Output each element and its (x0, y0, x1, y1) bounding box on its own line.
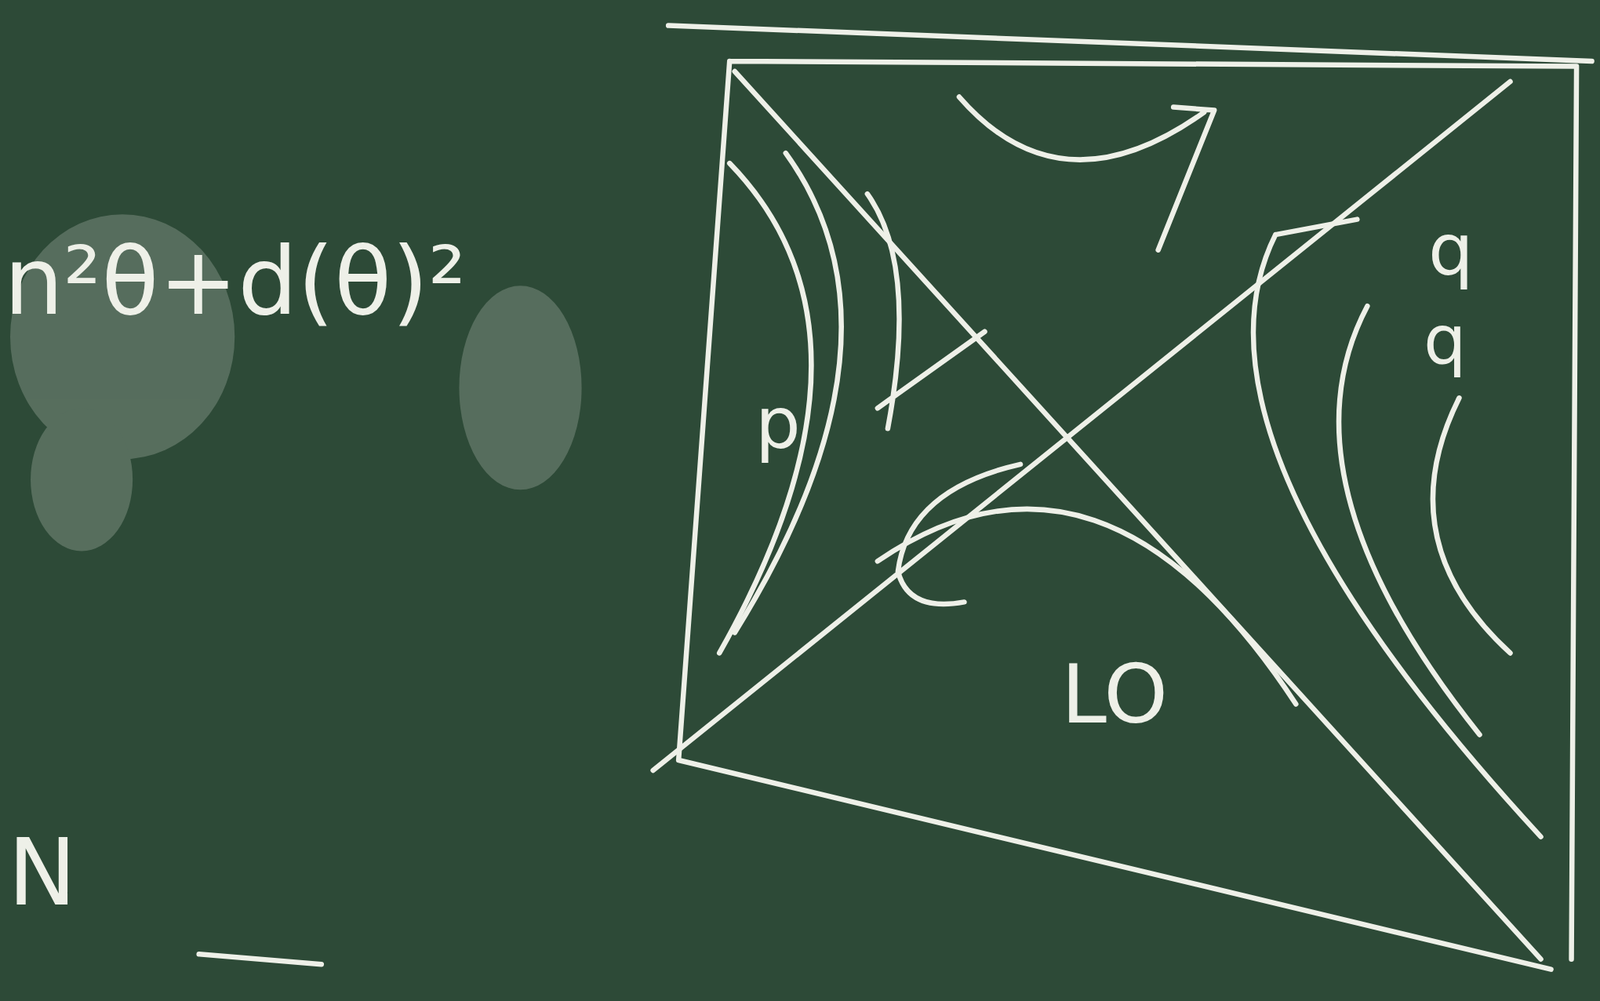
diagonal (653, 81, 1511, 771)
formula-text: n²θ+d(θ)² (3, 234, 466, 329)
board-mark (199, 953, 322, 964)
region-label: p (755, 387, 801, 459)
diagram-frame (668, 25, 1592, 970)
board-letter: N (7, 826, 77, 919)
region-label: q (1428, 214, 1474, 286)
hyperbola (1338, 305, 1480, 735)
hyperbola (1432, 397, 1511, 653)
hyperbola (959, 97, 1215, 251)
arrow-stroke (867, 193, 986, 429)
hyperbola (734, 152, 842, 633)
diagonal (734, 71, 1542, 960)
region-label: LO (1061, 653, 1168, 735)
hyperbola (1253, 219, 1542, 837)
region-label: q (1423, 305, 1467, 374)
